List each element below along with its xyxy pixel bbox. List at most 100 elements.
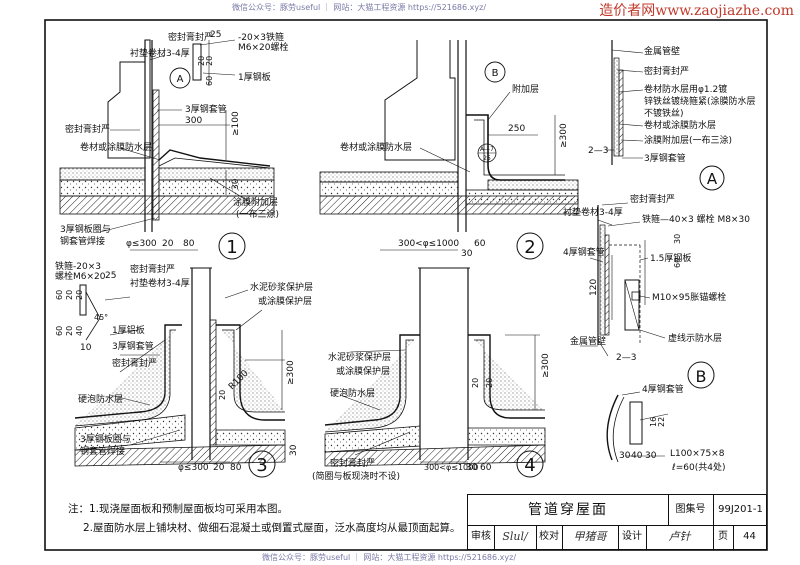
d4-mortar: 水泥砂浆保护层	[328, 351, 391, 363]
drawing-frame	[44, 19, 768, 551]
db-dim-30a: 30	[673, 234, 682, 244]
db-callout: B	[696, 367, 707, 386]
check-label: 校对	[536, 525, 563, 549]
d1-dim-300: 300	[185, 116, 202, 126]
d4-dim-300: ≥300	[541, 353, 551, 378]
d3-dim-20b: 20	[75, 290, 84, 300]
d3-dim-60b: 60	[55, 326, 64, 336]
d3-sealant-top: 密封膏封严	[130, 263, 175, 275]
d1-dim-60: 60	[205, 76, 214, 86]
db-dim-30b: 30	[619, 451, 631, 461]
da-l2: 锌铁丝镀绕箍紧(涂膜防水层	[644, 95, 756, 107]
d3-liner: 衬垫卷材3-4厚	[130, 277, 190, 289]
notes: 注：1.现浇屋面板和预制屋面板均可采用本图。 2.屋面防水层上铺块材、做细石混凝…	[68, 500, 461, 538]
d1-dim-phi: φ≤300	[126, 239, 157, 249]
d3-dim-20a: 20	[65, 290, 74, 300]
d4-dim-20a: 20	[471, 378, 480, 388]
d1-sleeve: 3厚钢套管	[185, 103, 227, 115]
db-angle: L100×75×8	[670, 449, 725, 459]
d3-dim-20d: 20	[218, 390, 227, 400]
d3-dim-80: 80	[230, 463, 242, 473]
d1-dim-25: 25	[210, 30, 221, 40]
d3-dim-phi: φ≤300	[178, 463, 209, 473]
d2-number: 2	[524, 237, 535, 258]
da-metal-pipe: 金属管壁	[644, 45, 680, 57]
d3-dim-30: 30	[289, 444, 299, 456]
db-dim-16: 16	[649, 417, 658, 427]
db-metal-pipe: 金属管壁	[570, 335, 606, 347]
check-signature: 甲猪哥	[562, 525, 619, 549]
d1-zinc-plate: 1厚钢板	[238, 71, 271, 83]
da-dim: 2—3	[588, 146, 608, 156]
d4-dim-30: 30	[466, 463, 478, 473]
drawing-title: 管道穿屋面	[468, 495, 669, 525]
d4-dim-60: 60	[480, 463, 492, 473]
d3-dim-60a: 60	[55, 290, 64, 300]
d1-dim-20a: 20	[197, 56, 206, 66]
d1-membrane: 卷材或涂膜防水层	[80, 141, 152, 153]
d2-dim-300: ≥300	[559, 123, 569, 148]
d3-number: 3	[256, 455, 267, 476]
db-sleeve: 4厚钢套管	[563, 246, 605, 258]
db-anchor: M10×95胀锚螺栓	[652, 291, 726, 303]
da-sealant: 密封膏封严	[644, 65, 689, 77]
d3-dim-40: 40	[75, 326, 84, 336]
note-2: 2.屋面防水层上铺块材、做细石混凝土或倒置式屋面，泛水高度均从最顶面起算。	[83, 522, 461, 534]
db-dim-120: 120	[589, 279, 599, 296]
d3-hard-bubble: 硬泡防水层	[78, 393, 123, 405]
db-sleeve2: 4厚钢套管	[642, 383, 684, 395]
d3-weld1: 3厚钢板圈与	[80, 433, 131, 445]
detail-b: 密封膏封严 衬垫卷材3-4厚 铁箍—40×3 螺栓 M8×30 1.5厚钢板 4…	[563, 193, 750, 473]
page-number: 44	[743, 531, 756, 542]
detail-1: A -20×3铁箍 M6×20螺栓 密封膏封严 衬垫卷材3-4厚 1厚钢板 3厚…	[59, 30, 289, 260]
d3-zinc-plate: 1厚铝板	[112, 324, 145, 336]
d3-dim-20e: 20	[213, 463, 225, 473]
d1-sealant: 密封膏封严	[65, 123, 110, 135]
d4-number: 4	[524, 455, 535, 476]
d3-sealant: 密封膏封严	[112, 357, 157, 369]
d2-dim-phi: 300<φ≤1000	[398, 239, 459, 249]
db-liner: 衬垫卷材3-4厚	[563, 206, 623, 218]
d1-dim-100: ≥100	[231, 111, 241, 136]
d1-flat-steel: -20×3铁箍	[238, 31, 284, 43]
db-sealant: 密封膏封严	[630, 193, 675, 205]
db-dashed: 虚线示防水层	[668, 332, 722, 344]
d2-dim-250: 250	[508, 124, 525, 134]
da-l3: 不镀铁丝)	[644, 107, 684, 119]
db-zinc-plate: 1.5厚钢板	[650, 252, 691, 264]
d3-weld2: 钢套管焊接	[80, 445, 125, 457]
d3-dim-300: ≥300	[286, 360, 296, 385]
db-dim-60: 60	[673, 258, 682, 268]
d3-dim-25: 25	[105, 271, 116, 281]
atlas-label: 图集号	[668, 495, 714, 525]
callout-b-2: B	[492, 68, 499, 79]
d4-sealant: 密封膏封严	[330, 457, 375, 469]
d1-dim-80: 80	[183, 239, 195, 249]
d4-hard-bubble: 硬泡防水层	[330, 387, 375, 399]
d3-dim-20c: 20	[65, 326, 74, 336]
da-sleeve: 3厚钢套管	[644, 152, 686, 164]
detail-a: 金属管壁 密封膏封严 卷材防水层用φ1.2镀 锌铁丝镀绕箍紧(涂膜防水层 不镀铁…	[588, 40, 756, 191]
db-angle-len: ℓ=60(共4处)	[671, 461, 725, 473]
d4-note: (简圈与板现浇时不设)	[312, 470, 400, 482]
d2-membrane: 卷材或涂膜防水层	[340, 141, 412, 153]
d1-bolt: M6×20螺栓	[238, 41, 289, 53]
d1-liner: 衬垫卷材3-4厚	[130, 47, 190, 59]
d3-bolt: 螺栓M6×20	[55, 270, 106, 282]
da-l1: 卷材防水层用φ1.2镀	[644, 83, 727, 95]
d3-dim-10: 10	[80, 343, 92, 353]
d1-dim-20b: 20	[205, 56, 214, 66]
note-1: 注：1.现浇屋面板和预制屋面板均可采用本图。	[68, 503, 289, 515]
d1-add-layer: 涂膜附加层	[233, 196, 278, 208]
callout-a-1: A	[177, 74, 184, 85]
d1-weld1: 3厚钢板圈与	[60, 223, 111, 235]
design-signature: 卢针	[646, 525, 714, 549]
atlas-number: 99J201-1	[718, 504, 763, 515]
d4-dim-20b: 20	[485, 378, 494, 388]
db-dim-40: 40	[631, 451, 643, 461]
detail-2: B A—7 25 附加层 卷材或涂膜防水层 250 ≥300 300<φ≤100…	[319, 40, 579, 260]
d3-dim-45: 45°	[94, 313, 108, 322]
da-callout: A	[707, 170, 718, 188]
d1-add-layer2: (一布三涂)	[236, 208, 279, 220]
